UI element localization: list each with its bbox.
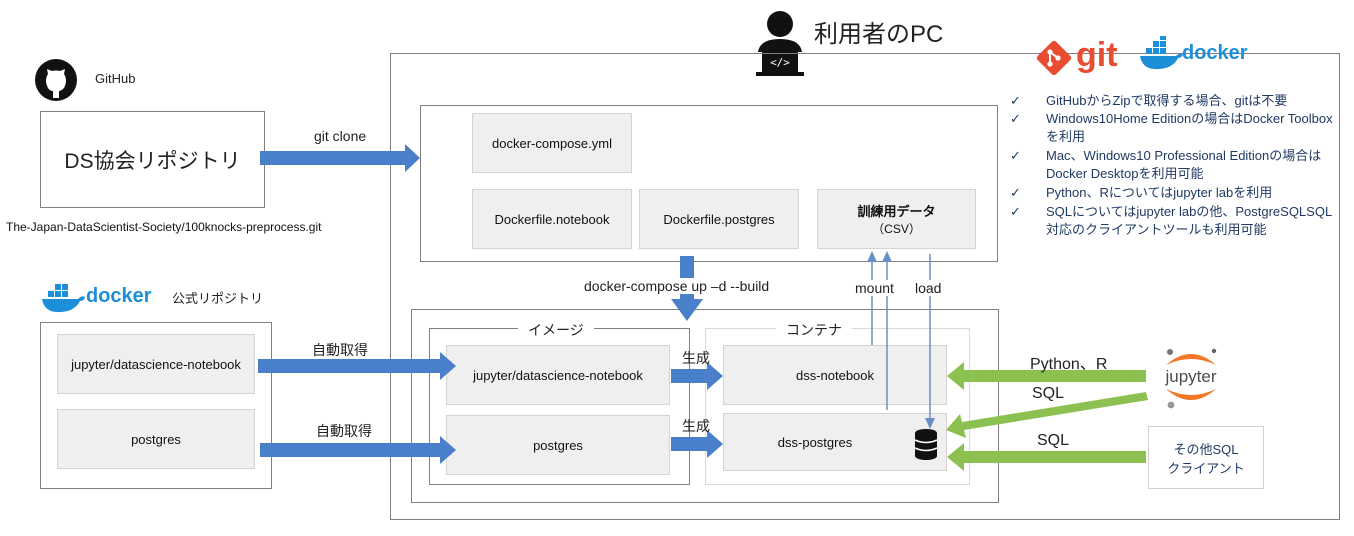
jupyter-logo-icon: jupyter bbox=[1158, 343, 1224, 411]
docker-whale-icon bbox=[1138, 34, 1184, 70]
repo-url: The-Japan-DataScientist-Society/100knock… bbox=[6, 220, 322, 234]
container-dss-notebook: dss-notebook bbox=[723, 345, 947, 405]
check-icon: ✓ bbox=[1010, 93, 1021, 108]
sql-label-1: SQL bbox=[1032, 385, 1065, 402]
image-notebook: jupyter/datascience-notebook bbox=[446, 345, 670, 405]
file-dockerfile-notebook-label: Dockerfile.notebook bbox=[494, 211, 610, 227]
python-r-arrow bbox=[947, 362, 1146, 390]
user-laptop-icon: </> bbox=[752, 8, 808, 76]
docker-official-logo-text: docker bbox=[86, 285, 152, 307]
check-icon: ✓ bbox=[1010, 148, 1021, 163]
note-item: ✓ Windows10Home Editionの場合はDocker Toolbo… bbox=[1010, 110, 1340, 146]
git-clone-label: git clone bbox=[314, 128, 367, 144]
check-icon: ✓ bbox=[1010, 185, 1021, 200]
python-r-label: Python、R bbox=[1030, 356, 1108, 373]
note-item: ✓ SQLについてはjupyter labの他、PostgreSQLSQL対応の… bbox=[1010, 203, 1340, 257]
ds-repository-name: DS協会リポジトリ bbox=[64, 149, 241, 173]
sql-jupyter-arrow bbox=[946, 392, 1148, 438]
load-label: load bbox=[913, 280, 944, 296]
images-section-title: イメージ bbox=[518, 320, 594, 340]
note-text: Windows10Home Editionの場合はDocker Toolboxを… bbox=[1046, 111, 1333, 144]
other-sql-client-line2: クライアント bbox=[1167, 460, 1245, 476]
database-icon bbox=[914, 428, 938, 460]
note-text: Mac、Windows10 Professional Editionの場合はDo… bbox=[1046, 148, 1322, 181]
note-item: ✓ GitHubからZipで取得する場合、gitは不要 bbox=[1010, 92, 1340, 110]
note-text: GitHubからZipで取得する場合、gitは不要 bbox=[1046, 93, 1288, 108]
training-data-title: 訓練用データ bbox=[857, 204, 936, 219]
container-dss-postgres-label: dss-postgres bbox=[777, 434, 853, 450]
training-data-sub: （CSV） bbox=[872, 222, 921, 236]
sql-client-arrow bbox=[947, 443, 1146, 471]
official-image-postgres-label: postgres bbox=[131, 431, 181, 447]
generate-label-1: 生成 bbox=[682, 350, 710, 366]
check-icon: ✓ bbox=[1010, 204, 1021, 219]
official-image-notebook: jupyter/datascience-notebook bbox=[57, 334, 255, 394]
git-clone-arrow bbox=[260, 144, 420, 172]
auto-fetch-label-2: 自動取得 bbox=[316, 423, 372, 439]
official-image-notebook-label: jupyter/datascience-notebook bbox=[71, 356, 241, 372]
pc-title: 利用者のPC bbox=[814, 21, 944, 48]
note-item: ✓ Python、Rについてはjupyter labを利用 bbox=[1010, 184, 1340, 202]
other-sql-client-line1: その他SQL bbox=[1173, 441, 1239, 457]
generate-arrow-1 bbox=[671, 362, 723, 390]
sql-label-2: SQL bbox=[1037, 432, 1070, 449]
github-label: GitHub bbox=[95, 71, 136, 86]
auto-fetch-arrow-1 bbox=[258, 352, 456, 380]
file-dockerfile-postgres: Dockerfile.postgres bbox=[639, 189, 799, 249]
generate-arrow-2 bbox=[671, 430, 723, 458]
file-dockerfile-postgres-label: Dockerfile.postgres bbox=[663, 211, 775, 227]
official-image-postgres: postgres bbox=[57, 409, 255, 469]
note-text: SQLについてはjupyter labの他、PostgreSQLSQL対応のクラ… bbox=[1046, 204, 1333, 237]
auto-fetch-label-1: 自動取得 bbox=[312, 342, 368, 358]
docker-whale-icon bbox=[40, 279, 86, 313]
image-postgres-label: postgres bbox=[533, 437, 583, 453]
generate-label-2: 生成 bbox=[682, 418, 710, 434]
git-logo-icon bbox=[1036, 40, 1072, 76]
file-docker-compose: docker-compose.yml bbox=[472, 113, 632, 173]
jupyter-logo-text: jupyter bbox=[1164, 367, 1216, 386]
svg-text:</>: </> bbox=[770, 56, 790, 69]
image-notebook-label: jupyter/datascience-notebook bbox=[473, 367, 643, 383]
git-logo-text: git bbox=[1076, 36, 1118, 74]
official-repository-label: 公式リポジトリ bbox=[172, 291, 264, 306]
compose-up-label: docker-compose up –d --build bbox=[582, 278, 772, 294]
github-icon bbox=[34, 58, 78, 102]
training-data: 訓練用データ （CSV） bbox=[817, 189, 976, 249]
file-docker-compose-label: docker-compose.yml bbox=[492, 135, 612, 151]
auto-fetch-arrow-2 bbox=[260, 436, 456, 464]
pc-container bbox=[390, 53, 1340, 520]
ds-repository-box: DS協会リポジトリ bbox=[40, 111, 265, 208]
note-item: ✓ Mac、Windows10 Professional Editionの場合は… bbox=[1010, 147, 1340, 183]
other-sql-client-box: その他SQL クライアント bbox=[1148, 426, 1264, 489]
mount-label: mount bbox=[853, 280, 896, 296]
docker-logo-text: docker bbox=[1182, 42, 1248, 64]
check-icon: ✓ bbox=[1010, 111, 1021, 126]
file-dockerfile-notebook: Dockerfile.notebook bbox=[472, 189, 632, 249]
container-dss-notebook-label: dss-notebook bbox=[795, 367, 875, 383]
image-postgres: postgres bbox=[446, 415, 670, 475]
container-dss-postgres: dss-postgres bbox=[723, 413, 947, 471]
note-text: Python、Rについてはjupyter labを利用 bbox=[1046, 185, 1273, 200]
containers-section-title: コンテナ bbox=[776, 320, 852, 340]
